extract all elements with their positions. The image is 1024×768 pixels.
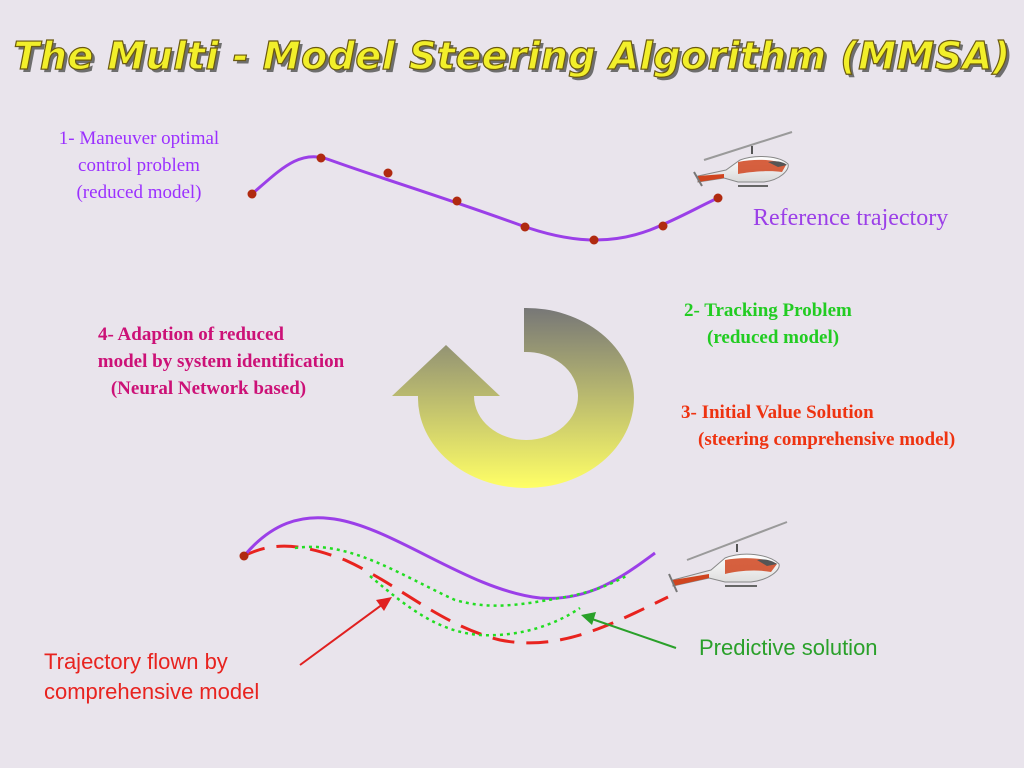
- reference-trajectory-lower-curve: [242, 516, 656, 600]
- trajectory-start-marker: [239, 551, 249, 561]
- step1-label: 1- Maneuver optimal control problem (red…: [14, 125, 264, 206]
- reference-trajectory-label: Reference trajectory: [753, 205, 949, 231]
- step2-label: 2- Tracking Problem (reduced model): [684, 297, 852, 351]
- trajectory-marker: [520, 222, 530, 232]
- trajectory-marker: [316, 153, 326, 163]
- predictive-solution-curve: [294, 545, 629, 607]
- trajectory-marker: [589, 235, 599, 245]
- step3-label: 3- Initial Value Solution (steering comp…: [681, 399, 955, 453]
- step2-line: 2- Tracking Problem: [684, 300, 852, 321]
- predictive-solution-curve: [369, 575, 581, 637]
- cycle-arrow-icon: [392, 307, 634, 488]
- reference-trajectory-markers: [247, 153, 723, 245]
- page-title: The Multi - Model Steering Algorithm (MM…: [13, 33, 1011, 78]
- predictive-pointer-arrow: [581, 612, 677, 649]
- step2-line: (reduced model): [707, 327, 840, 348]
- helicopter-icon: [668, 521, 788, 593]
- step4-label: 4- Adaption of reduced model by system i…: [46, 321, 396, 402]
- predictive-solution-label: Predictive solution: [699, 635, 878, 660]
- flown-label-line: Trajectory flown by: [44, 649, 228, 674]
- step4-line: model by system identification: [97, 351, 345, 372]
- trajectory-marker: [713, 193, 723, 203]
- flown-trajectory-label: Trajectory flown by comprehensive model: [44, 647, 259, 707]
- step3-line: (steering comprehensive model): [698, 429, 956, 450]
- step4-line: 4- Adaption of reduced: [98, 324, 284, 345]
- trajectory-marker: [452, 196, 462, 206]
- flown-label-line: comprehensive model: [44, 679, 260, 704]
- trajectory-marker: [658, 221, 668, 231]
- flown-trajectory-curve: [243, 544, 669, 645]
- step1-line: 1- Maneuver optimal: [58, 128, 220, 149]
- reference-trajectory-curve: [251, 155, 719, 242]
- step1-line: (reduced model): [76, 182, 202, 203]
- step1-line: control problem: [78, 155, 200, 176]
- trajectory-marker: [383, 168, 393, 178]
- step4-line: (Neural Network based): [110, 378, 307, 399]
- trajectory-marker: [247, 189, 257, 199]
- flown-pointer-arrow: [299, 597, 392, 666]
- helicopter-icon: [693, 131, 793, 187]
- step3-line: 3- Initial Value Solution: [681, 402, 874, 423]
